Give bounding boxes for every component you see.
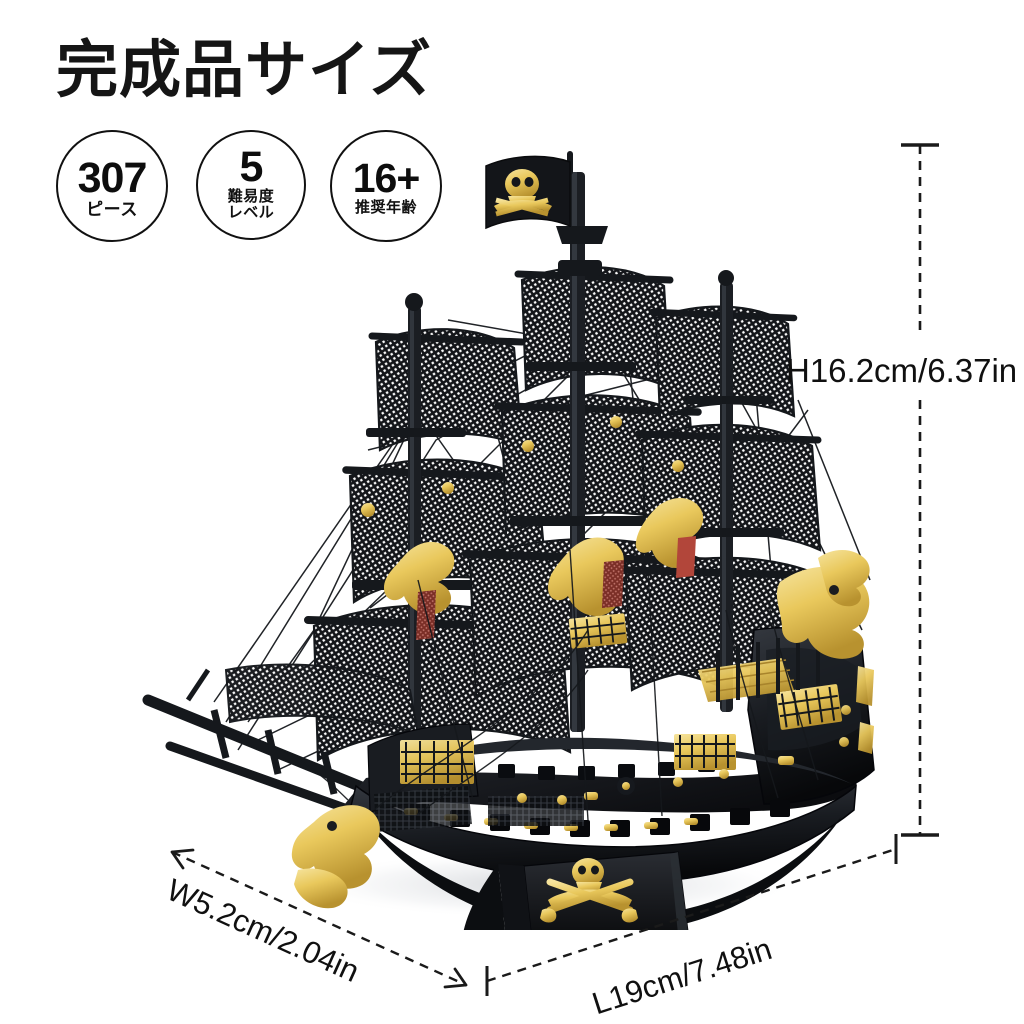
badge-difficulty-level: 5 難易度 レベル: [196, 130, 306, 240]
page-title: 完成品サイズ: [56, 36, 433, 105]
badge-piece-count-caption: ピース: [86, 199, 138, 219]
pirate-flag: [485, 151, 573, 230]
pirate-ship-model-image: [142, 151, 875, 930]
height-dimension-label: H16.2cm/6.37in: [786, 352, 1018, 389]
pennant-flags: [416, 536, 696, 640]
deck-structures: [374, 632, 820, 832]
badge-recommended-age-caption: 推奨年齢: [354, 198, 417, 216]
badge-piece-count-value: 307: [77, 153, 148, 202]
stern-gold-ornament: [776, 549, 870, 659]
badge-recommended-age-value: 16+: [352, 154, 421, 201]
badge-difficulty-caption-line2: レベル: [227, 203, 275, 221]
length-dimension-label: L19cm/7.48in: [588, 931, 776, 1022]
badge-difficulty-level-caption: 難易度 レベル: [228, 189, 275, 221]
rigging-lines-front: [257, 549, 819, 821]
flag-skull-emblem: [494, 169, 552, 217]
badge-difficulty-caption-line1: 難易度: [227, 188, 275, 206]
badge-piece-count: 307 ピース: [56, 130, 168, 242]
stern-gold-trim: [839, 666, 874, 754]
badge-difficulty-level-value: 5: [239, 143, 264, 192]
badge-recommended-age: 16+ 推奨年齢: [330, 130, 442, 242]
